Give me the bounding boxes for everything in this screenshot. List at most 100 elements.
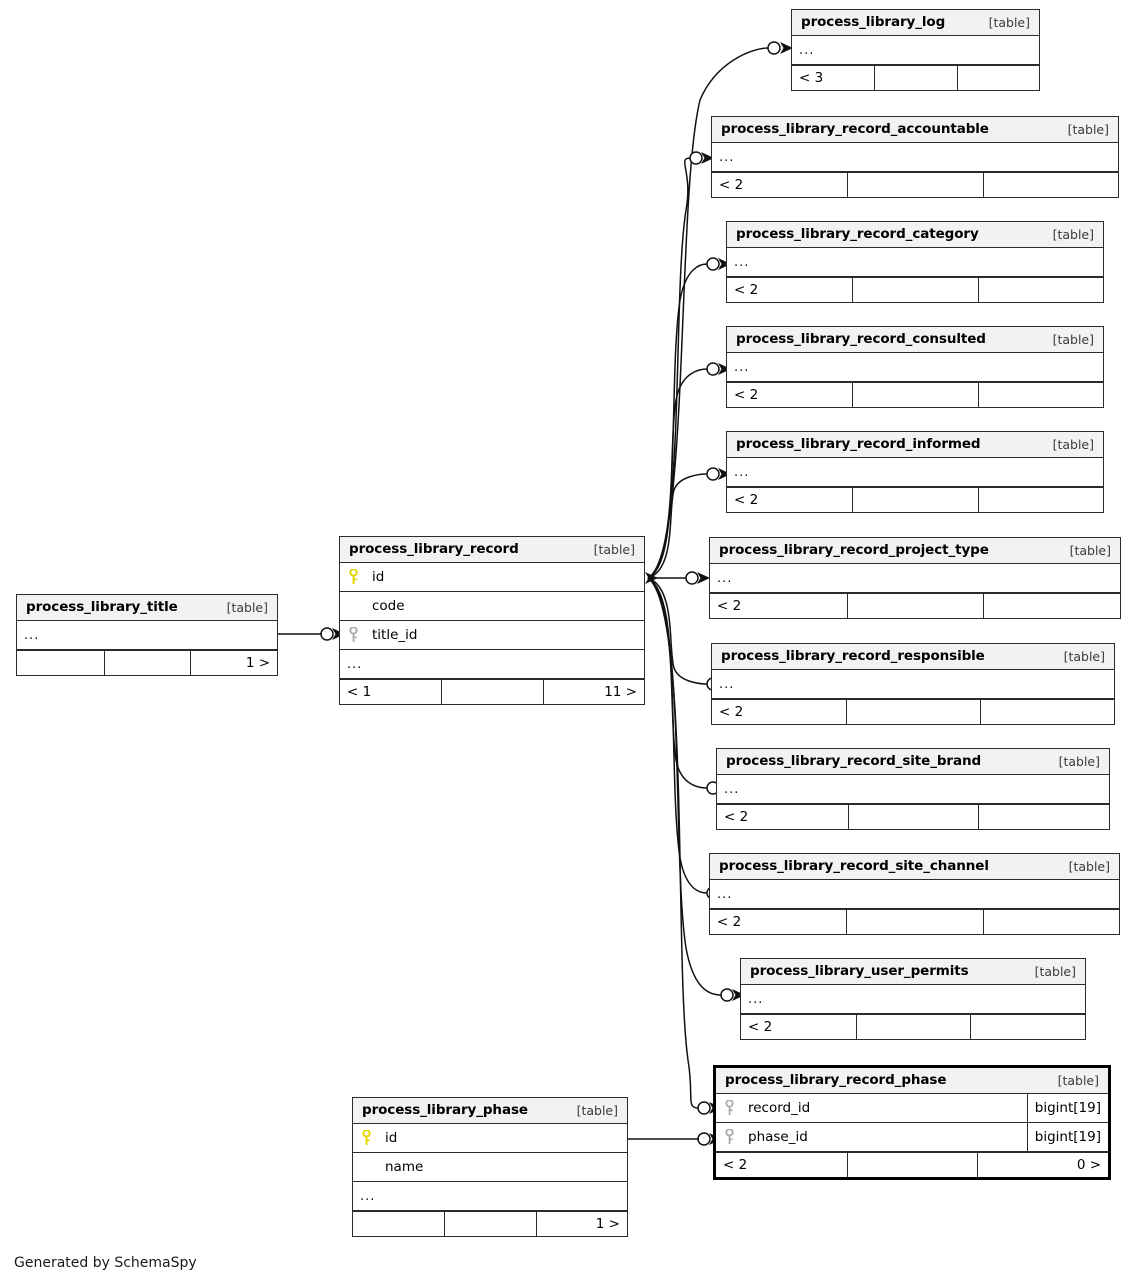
table-footer: 1 > — [17, 650, 277, 675]
footer-cell-mid — [846, 594, 984, 618]
foreign-key-icon — [340, 627, 366, 643]
table-footer: < 2 — [710, 909, 1119, 934]
footer-cell-right — [982, 173, 1118, 197]
footer-cell-mid — [846, 910, 982, 934]
footer-cell-right: 1 > — [190, 651, 277, 675]
footer-cell-right — [970, 1015, 1085, 1039]
table-footer: < 3 — [792, 65, 1039, 90]
table-footer: < 2 — [710, 593, 1120, 618]
footer-cell-right — [977, 488, 1103, 512]
table-row: ... — [727, 353, 1103, 382]
table-header: process_library_record_project_type [tab… — [710, 538, 1120, 564]
column-type: bigint[19] — [1026, 1123, 1108, 1151]
table-header: process_library_phase [table] — [353, 1098, 627, 1124]
table-node-process-library-record-project-type[interactable]: process_library_record_project_type [tab… — [709, 537, 1121, 619]
table-node-process-library-record-site-channel[interactable]: process_library_record_site_channel [tab… — [709, 853, 1120, 935]
table-node-process-library-record[interactable]: process_library_record [table] id code — [339, 536, 645, 705]
primary-key-icon — [340, 569, 366, 585]
foreign-key-icon — [716, 1129, 742, 1145]
table-type-tag: [table] — [1057, 1072, 1099, 1088]
table-type-tag: [table] — [1067, 121, 1109, 137]
footer-cell-right: 1 > — [535, 1212, 627, 1236]
table-title: process_library_record_project_type — [719, 542, 989, 558]
footer-cell-right — [977, 383, 1103, 407]
table-row: ... — [710, 880, 1119, 909]
table-row: code — [340, 592, 644, 621]
footer-cell-mid — [852, 278, 977, 302]
footer-cell-right — [956, 66, 1039, 90]
table-node-process-library-title[interactable]: process_library_title [table] ... 1 > — [16, 594, 278, 676]
footer-cell-mid — [444, 1212, 535, 1236]
table-title: process_library_phase — [362, 1102, 528, 1118]
column-name: id — [372, 569, 385, 585]
table-type-tag: [table] — [1069, 542, 1111, 558]
table-footer: < 2 — [727, 277, 1103, 302]
table-footer: < 2 — [727, 487, 1103, 512]
column-name: code — [372, 598, 405, 614]
table-node-process-library-log[interactable]: process_library_log [table] ... < 3 — [791, 9, 1040, 91]
table-footer: 1 > — [353, 1211, 627, 1236]
table-node-process-library-record-responsible[interactable]: process_library_record_responsible [tabl… — [711, 643, 1115, 725]
footer-cell-right: 11 > — [542, 680, 644, 704]
table-row: id — [353, 1124, 627, 1153]
footer-cell-mid — [852, 383, 977, 407]
footer-cell-left — [17, 651, 104, 675]
primary-key-icon — [353, 1130, 379, 1146]
column-name: name — [385, 1159, 424, 1175]
table-row: ... — [727, 458, 1103, 487]
table-node-process-library-record-accountable[interactable]: process_library_record_accountable [tabl… — [711, 116, 1119, 198]
table-type-tag: [table] — [576, 1102, 618, 1118]
table-node-process-library-user-permits[interactable]: process_library_user_permits [table] ...… — [740, 958, 1086, 1040]
column-type: bigint[19] — [1026, 1094, 1108, 1122]
column-name: phase_id — [748, 1129, 808, 1145]
table-row: ... — [717, 775, 1109, 804]
table-node-process-library-phase[interactable]: process_library_phase [table] id name ..… — [352, 1097, 628, 1237]
footer-cell-left: < 2 — [717, 914, 742, 930]
table-type-tag: [table] — [1052, 331, 1094, 347]
table-title: process_library_record_accountable — [721, 121, 989, 137]
footer-cell-right — [980, 700, 1114, 724]
table-footer: < 2 — [712, 699, 1114, 724]
table-node-process-library-record-informed[interactable]: process_library_record_informed [table] … — [726, 431, 1104, 513]
table-header: process_library_record_informed [table] — [727, 432, 1103, 458]
table-footer: < 2 — [741, 1014, 1085, 1039]
table-node-process-library-record-site-brand[interactable]: process_library_record_site_brand [table… — [716, 748, 1110, 830]
footer-cell-left — [353, 1212, 444, 1236]
table-row: ... — [712, 670, 1114, 699]
table-header: process_library_log [table] — [792, 10, 1039, 36]
table-node-process-library-record-consulted[interactable]: process_library_record_consulted [table]… — [726, 326, 1104, 408]
footer-cell-left: < 2 — [717, 598, 742, 614]
footer-cell-left: < 1 — [347, 684, 372, 700]
table-type-tag: [table] — [1068, 858, 1110, 874]
footer-cell-right: 0 > — [977, 1153, 1108, 1177]
table-title: process_library_record_responsible — [721, 648, 985, 664]
table-title: process_library_record_site_channel — [719, 858, 989, 874]
table-header: process_library_record_consulted [table] — [727, 327, 1103, 353]
footer-cell-mid — [103, 651, 191, 675]
table-row: ... — [792, 36, 1039, 65]
footer-cell-right — [983, 594, 1120, 618]
footer-cell-left: < 2 — [724, 809, 749, 825]
table-row: ... — [710, 564, 1120, 593]
table-title: process_library_title — [26, 599, 178, 615]
table-row: phase_id bigint[19] — [716, 1123, 1108, 1152]
table-row: ... — [727, 248, 1103, 277]
table-row: ... — [17, 621, 277, 650]
table-title: process_library_record_category — [736, 226, 979, 242]
table-type-tag: [table] — [988, 14, 1030, 30]
table-type-tag: [table] — [226, 599, 268, 615]
table-node-process-library-record-phase[interactable]: process_library_record_phase [table] rec… — [713, 1065, 1111, 1180]
footer-cell-mid — [852, 488, 977, 512]
table-title: process_library_record_phase — [725, 1072, 947, 1088]
table-title: process_library_log — [801, 14, 946, 30]
column-name: title_id — [372, 627, 418, 643]
table-title: process_library_record — [349, 541, 519, 557]
table-header: process_library_record_site_channel [tab… — [710, 854, 1119, 880]
table-row: record_id bigint[19] — [716, 1094, 1108, 1123]
footer-cell-left: < 2 — [748, 1019, 773, 1035]
table-node-process-library-record-category[interactable]: process_library_record_category [table] … — [726, 221, 1104, 303]
table-type-tag: [table] — [1052, 436, 1094, 452]
table-header: process_library_record_site_brand [table… — [717, 749, 1109, 775]
footer-cell-mid — [441, 680, 542, 704]
